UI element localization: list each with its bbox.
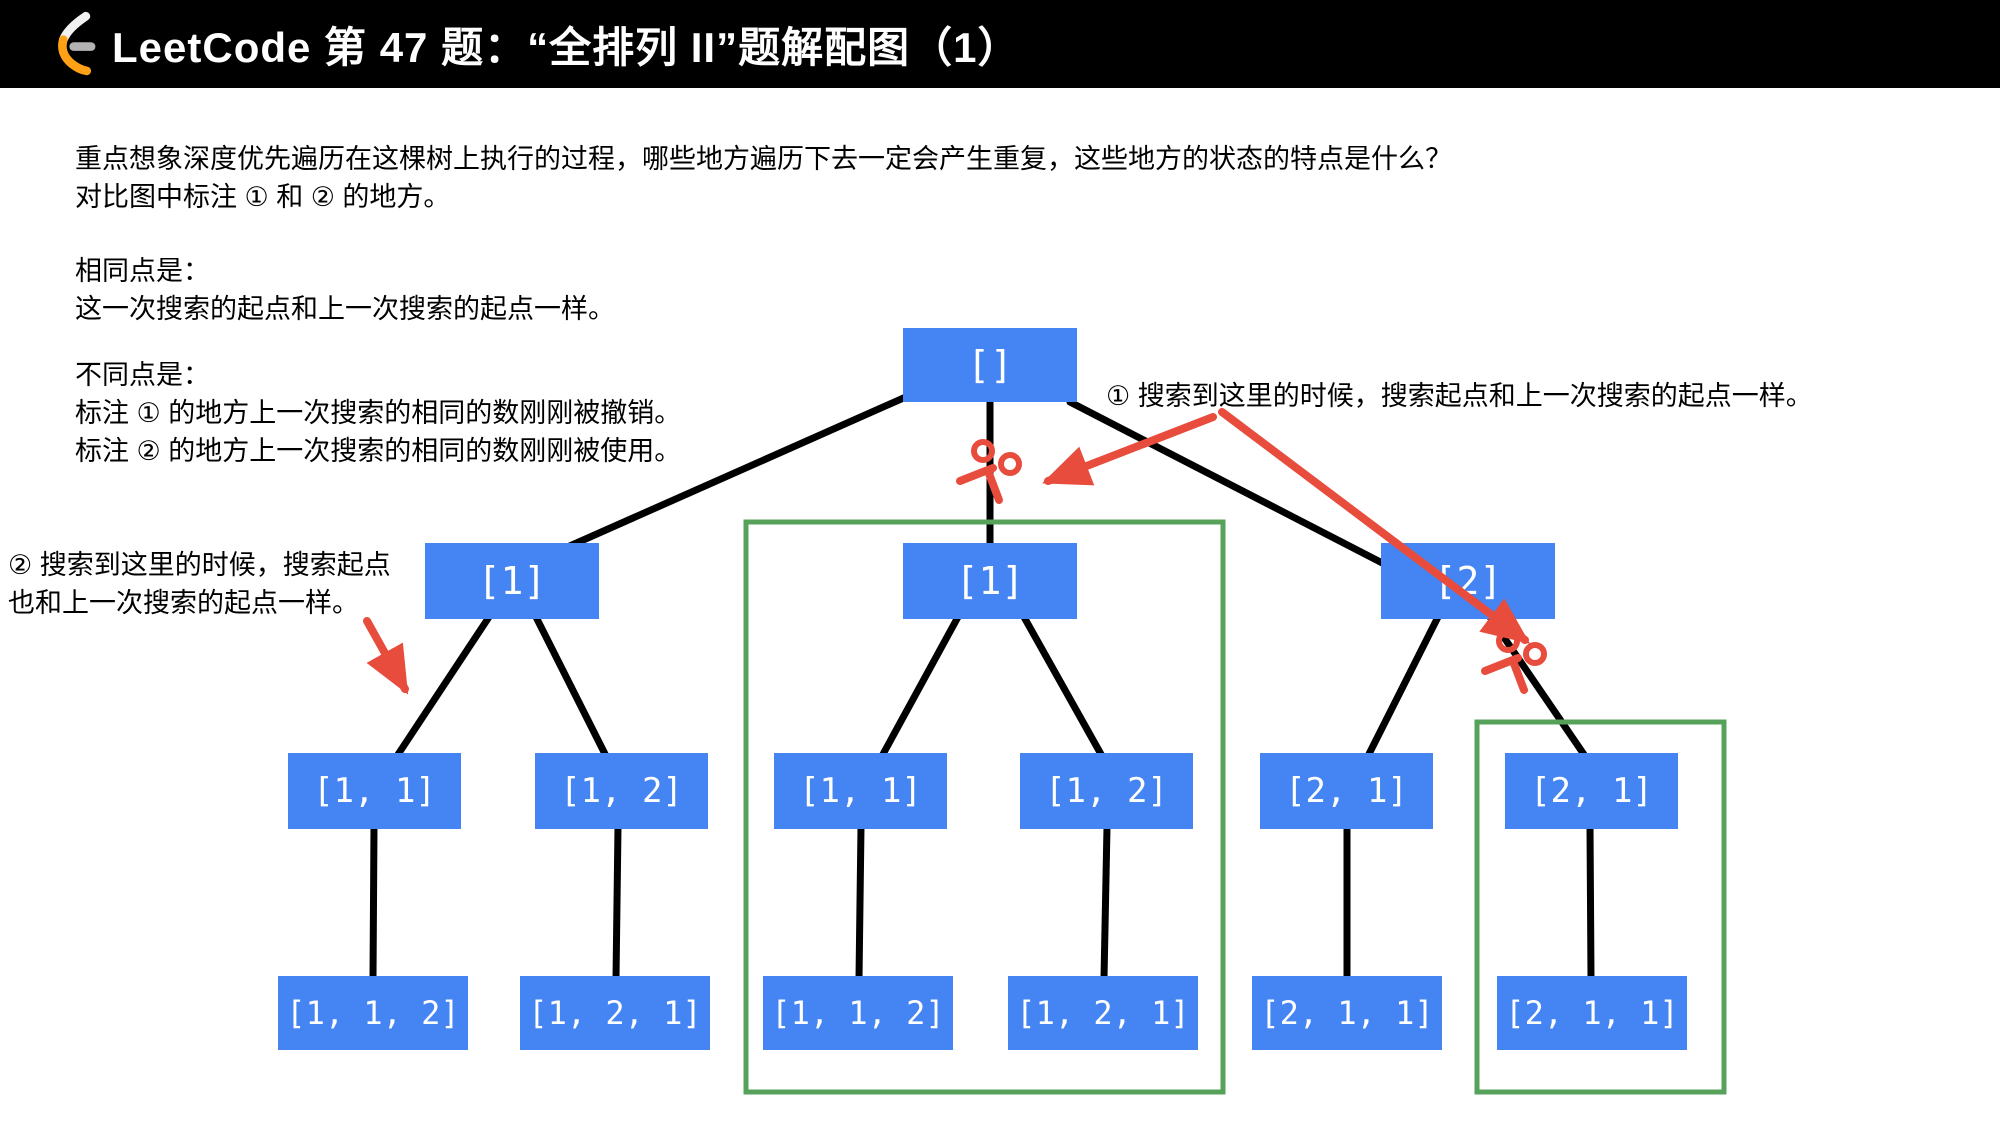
intro-line-2: 对比图中标注 ① 和 ② 的地方。 [75, 182, 451, 212]
tree-node-1-dup: [1] [903, 543, 1077, 619]
diff-points-body-2: 标注 ② 的地方上一次搜索的相同的数刚刚被使用。 [75, 436, 682, 466]
edge-leaf-4 [1100, 823, 1111, 982]
annotation-1: ① 搜索到这里的时候，搜索起点和上一次搜索的起点一样。 [1106, 381, 1813, 411]
arrow-to-scissors-1 [1042, 413, 1217, 486]
tree-node-1-1-dup: [1, 1] [774, 753, 947, 829]
arrow-to-scissors-2 [1218, 408, 1531, 644]
edge-leaf-6 [1586, 823, 1595, 982]
scissors-icon [1485, 632, 1544, 690]
same-points-heading: 相同点是： [75, 256, 210, 286]
tree-node-1-1: [1, 1] [288, 753, 461, 829]
highlight-boxes [743, 519, 1727, 1095]
annotation-2-line-1: ② 搜索到这里的时候，搜索起点 [8, 550, 391, 580]
tree-node-2-1-dup: [2, 1] [1505, 753, 1678, 829]
edge-r2-a [1364, 613, 1442, 760]
same-points-text: 相同点是： 这一次搜索的起点和上一次搜索的起点一样。 [75, 252, 615, 328]
tree-node-root: [] [903, 328, 1077, 402]
leetcode-logo-icon [58, 11, 96, 76]
edge-m1-a [878, 613, 962, 760]
diff-points-body-1: 标注 ① 的地方上一次搜索的相同的数刚刚被撤销。 [75, 398, 682, 428]
header-bar: LeetCode 第 47 题：“全排列 II”题解配图（1） [0, 0, 2000, 88]
arrow-annotation-2 [363, 617, 409, 695]
tree-node-1-2-dup: [1, 2] [1020, 753, 1193, 829]
green-box-middle [743, 519, 1226, 1095]
tree-leaf-1-2-1-dup: [1, 2, 1] [1008, 976, 1198, 1050]
intro-text: 重点想象深度优先遍历在这棵树上执行的过程，哪些地方遍历下去一定会产生重复，这些地… [75, 140, 1452, 216]
tree-leaf-1-2-1: [1, 2, 1] [520, 976, 710, 1050]
red-arrows [363, 408, 1531, 695]
tree-leaf-2-1-1: [2, 1, 1] [1252, 976, 1442, 1050]
page-title: LeetCode 第 47 题：“全排列 II”题解配图（1） [112, 23, 1021, 71]
tree-node-1-2: [1, 2] [535, 753, 708, 829]
tree-edges [369, 392, 1595, 982]
edge-root-left1 [559, 392, 912, 553]
edge-leaf-2 [612, 823, 622, 982]
edge-l1-b [532, 613, 610, 760]
intro-line-1: 重点想象深度优先遍历在这棵树上执行的过程，哪些地方遍历下去一定会产生重复，这些地… [75, 144, 1452, 174]
tree-node-2-1: [2, 1] [1260, 753, 1433, 829]
green-box-right [1474, 719, 1727, 1095]
edge-l1-a [393, 613, 493, 760]
edge-leaf-1 [369, 823, 378, 982]
edge-root-right2 [1066, 398, 1396, 572]
tree-node-1: [1] [425, 543, 599, 619]
tree-leaf-1-1-2-dup: [1, 1, 2] [763, 976, 953, 1050]
same-points-body: 这一次搜索的起点和上一次搜索的起点一样。 [75, 294, 615, 324]
edge-leaf-3 [855, 823, 865, 982]
annotation-2: ② 搜索到这里的时候，搜索起点 也和上一次搜索的起点一样。 [8, 546, 391, 622]
scissors-icon [960, 442, 1019, 500]
annotation-2-line-2: 也和上一次搜索的起点一样。 [8, 588, 359, 618]
edge-m1-b [1020, 613, 1106, 760]
tree-leaf-2-1-1-dup: [2, 1, 1] [1497, 976, 1687, 1050]
tree-leaf-1-1-2: [1, 1, 2] [278, 976, 468, 1050]
diff-points-text: 不同点是： 标注 ① 的地方上一次搜索的相同的数刚刚被撤销。 标注 ② 的地方上… [75, 356, 681, 470]
diff-points-heading: 不同点是： [75, 360, 210, 390]
